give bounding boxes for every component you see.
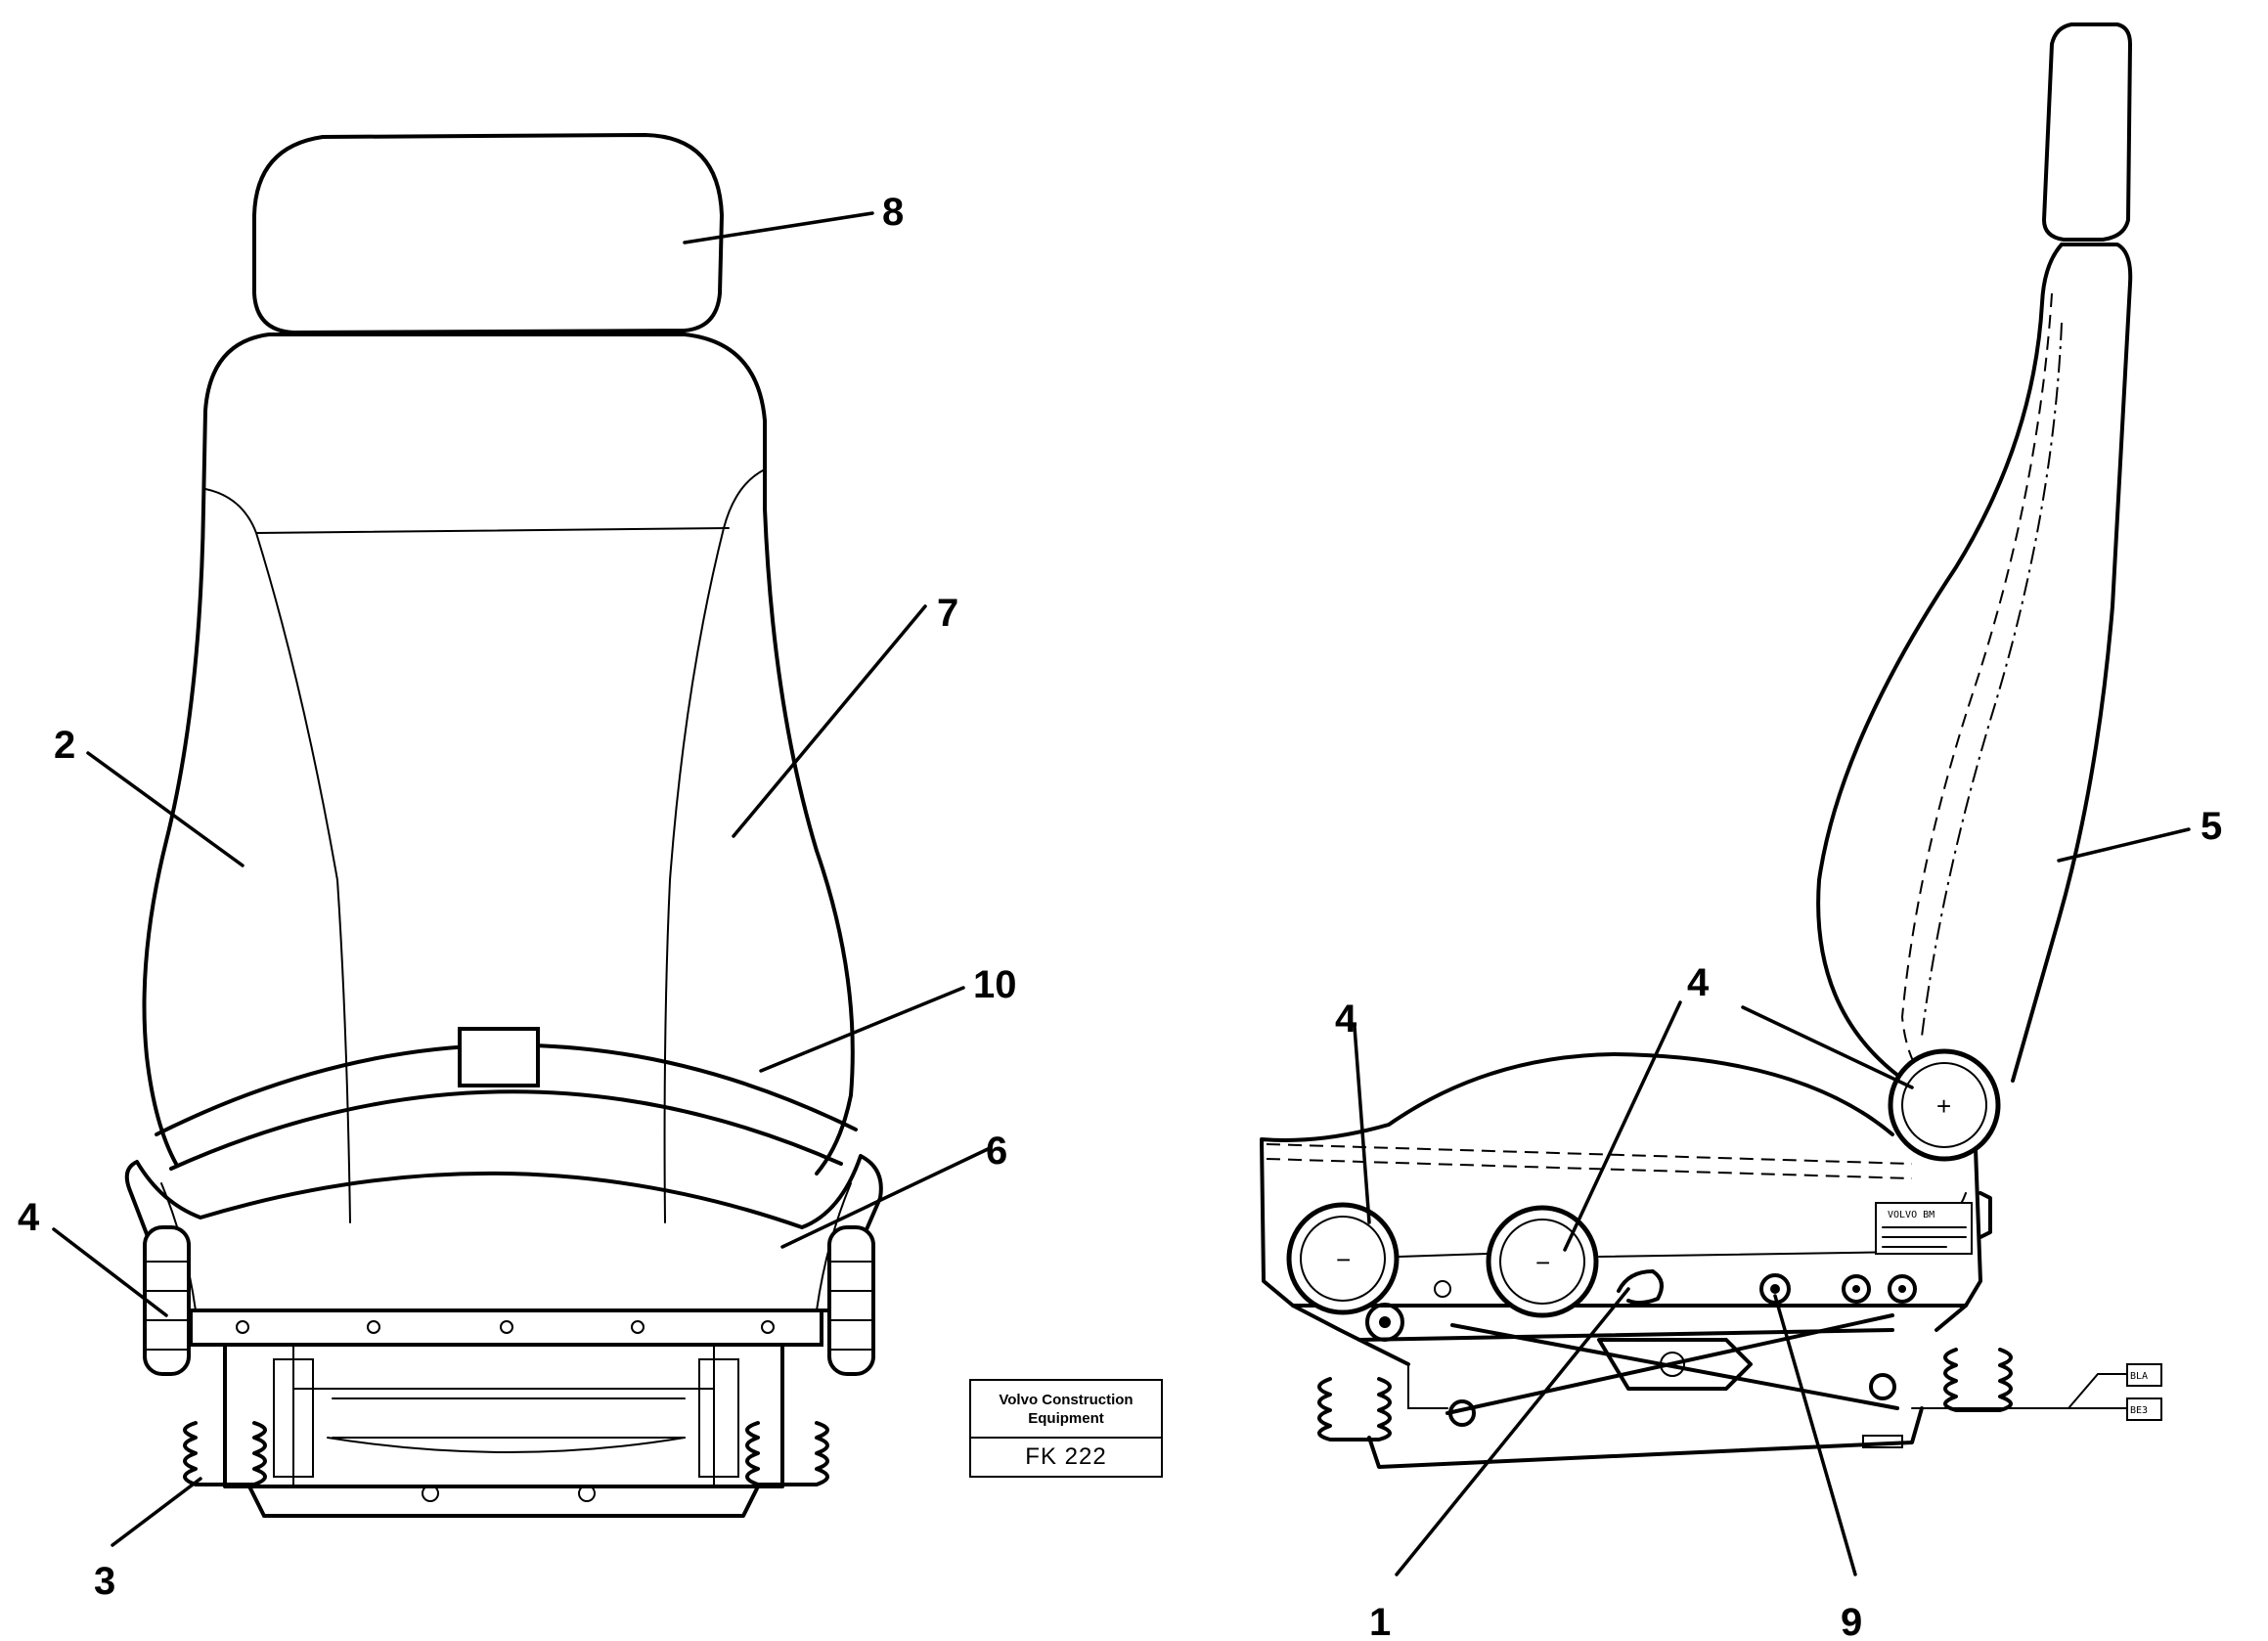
side-seat-cushion	[1260, 1052, 1982, 1308]
side-backrest	[1816, 243, 2133, 1087]
side-recline-knob	[1888, 1048, 2001, 1162]
side-fitting	[1434, 1280, 1451, 1298]
side-middle-knob-sign: −	[1535, 1248, 1550, 1277]
side-recline-knob-sign: +	[1936, 1091, 1951, 1121]
front-belt-buckle	[458, 1027, 540, 1087]
connector-label-lower: BE3	[2130, 1405, 2148, 1416]
callout-8: 8	[882, 191, 904, 234]
callout-9: 9	[1841, 1601, 1862, 1641]
side-backrest-seam2	[1921, 322, 2063, 1038]
side-lever-pivot	[1759, 1273, 1791, 1305]
front-headrest	[252, 133, 724, 334]
tag-line2: Equipment	[1028, 1409, 1104, 1427]
side-seat-plate: VOLVO BM	[1875, 1202, 1973, 1255]
side-adjust-handle	[1617, 1269, 1664, 1306]
connector-label-upper: BLA	[2130, 1371, 2148, 1382]
side-backrest-seam	[1900, 292, 2053, 1087]
front-suspension	[183, 1343, 829, 1518]
callout-7: 7	[937, 592, 958, 635]
tag-line1: Volvo Construction	[999, 1391, 1134, 1408]
side-cushion-seam	[1266, 1143, 1913, 1179]
side-headrest	[2042, 22, 2132, 242]
callout-1: 1	[1369, 1601, 1391, 1641]
callout-6: 6	[986, 1130, 1007, 1173]
front-cushion-inner	[160, 1182, 852, 1311]
side-view-seat: VOLVO BM − − +	[1260, 22, 2162, 1469]
seat-plate-brand: VOLVO BM	[1888, 1210, 1934, 1220]
tag-manufacturer: Volvo Construction Equipment	[971, 1381, 1161, 1439]
front-backrest	[142, 333, 855, 1175]
callout-3: 3	[94, 1560, 115, 1603]
front-frame-bolts	[236, 1320, 775, 1334]
callout-2: 2	[54, 724, 75, 767]
side-front-knob: −	[1286, 1202, 1400, 1315]
callout-4-front: 4	[18, 1196, 40, 1239]
front-left-knob	[143, 1225, 191, 1376]
callout-4-side-middle: 4	[1687, 961, 1710, 1004]
callout-5: 5	[2201, 805, 2222, 848]
front-right-knob	[827, 1225, 875, 1376]
side-middle-knob: −	[1486, 1205, 1599, 1318]
leader-lines	[52, 211, 2191, 1576]
side-front-knob-sign: −	[1336, 1245, 1351, 1274]
front-seat-cushion	[124, 1154, 883, 1312]
tag-code: FK 222	[1025, 1443, 1107, 1470]
identification-tag: Volvo Construction Equipment FK 222	[969, 1379, 1163, 1478]
callout-4-side-left: 4	[1335, 998, 1357, 1041]
front-seat-frame-bar	[189, 1308, 823, 1347]
callout-10: 10	[973, 963, 1017, 1006]
side-suspension: BLA BE3	[1291, 1191, 2162, 1469]
front-view-seat	[124, 133, 883, 1518]
callouts: 8 2 7 10 6 4 3 4 4 5 1 9	[18, 191, 2222, 1641]
